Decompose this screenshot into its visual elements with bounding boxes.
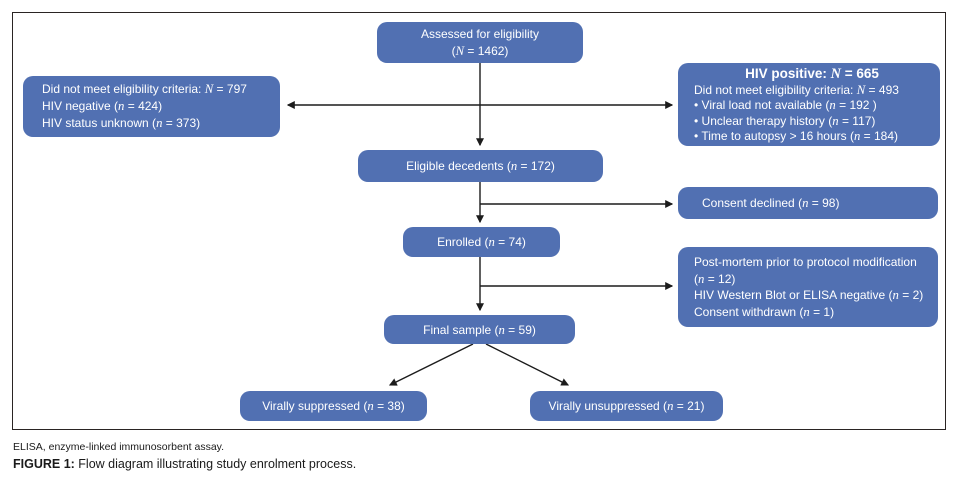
flow-box-line: HIV Western Blot or ELISA negative (n = …	[694, 287, 930, 304]
stat-symbol: N	[204, 82, 214, 96]
flow-box-text: Consent withdrawn (	[694, 304, 804, 319]
flow-box-text: = 21)	[673, 399, 705, 413]
flow-box-enrolled: Enrolled (n = 74)	[403, 227, 560, 257]
flow-box-line: • Unclear therapy history (n = 117)	[694, 114, 930, 129]
flow-box-eligible-decedents: Eligible decedents (n = 172)	[358, 150, 603, 182]
flow-box-text: = 12)	[704, 271, 736, 286]
flow-box-text: Did not meet eligibility criteria:	[694, 83, 857, 98]
flow-box-line: • Viral load not available (n = 192 )	[694, 98, 930, 113]
stat-symbol: n	[510, 159, 518, 173]
figure-footnote: ELISA, enzyme-linked immunosorbent assay…	[13, 441, 225, 453]
flow-box-text: Virally unsuppressed (	[548, 399, 668, 413]
flow-box-did-not-meet-criteria: Did not meet eligibility criteria: N = 7…	[23, 76, 280, 137]
flow-box-line: Assessed for eligibility	[385, 26, 575, 43]
stat-symbol: n	[667, 399, 674, 413]
flow-box-line: Consent declined (n = 98)	[702, 195, 930, 211]
flow-box-virally-suppressed: Virally suppressed (n = 38)	[240, 391, 427, 421]
flow-box-text: Consent declined (	[702, 196, 803, 210]
flow-box-text: = 373)	[162, 116, 201, 130]
flow-box-text: • Viral load not available (	[694, 98, 830, 113]
stat-symbol: n	[156, 116, 163, 130]
flow-box-text: Eligible decedents (	[406, 159, 511, 173]
flow-box-virally-unsuppressed: Virally unsuppressed (n = 21)	[530, 391, 723, 421]
flow-box-line: Enrolled (n = 74)	[411, 234, 552, 250]
stat-symbol: n	[829, 98, 836, 113]
flow-box-text: Enrolled (	[437, 235, 489, 249]
flow-box-line: HIV negative (n = 424)	[42, 98, 272, 115]
flow-box-line: Consent withdrawn (n = 1)	[694, 304, 930, 321]
flow-box-text: Post-mortem prior to protocol modificati…	[694, 255, 917, 269]
stat-symbol: n	[118, 99, 125, 113]
flow-box-line: Post-mortem prior to protocol modificati…	[694, 254, 930, 271]
flow-box-text: HIV Western Blot or ELISA negative (	[694, 288, 893, 302]
stat-symbol: n	[367, 399, 374, 413]
flow-box-text: = 192 )	[835, 98, 877, 113]
flow-box-text: • Unclear therapy history (	[694, 113, 833, 128]
flow-box-line: Did not meet eligibility criteria: N = 4…	[694, 83, 930, 98]
flow-box-line: (n = 12)	[694, 271, 930, 288]
flow-box-final-sample: Final sample (n = 59)	[384, 315, 575, 344]
stat-symbol: n	[802, 196, 809, 210]
flow-box-text: = 2)	[898, 288, 924, 302]
flow-box-text: Assessed for eligibility	[420, 26, 540, 41]
flow-box-line: Virally unsuppressed (n = 21)	[538, 398, 715, 414]
flow-box-line: Final sample (n = 59)	[392, 322, 567, 338]
flow-box-text: Did not meet eligibility criteria:	[42, 82, 205, 96]
flow-box-text: = 117)	[838, 113, 876, 128]
flow-box-text: = 1)	[809, 304, 835, 319]
stat-symbol: N	[455, 43, 465, 58]
flow-box-line: (N = 1462)	[385, 43, 575, 60]
figure-caption-text: Flow diagram illustrating study enrolmen…	[74, 457, 357, 471]
flow-box-text: = 424)	[124, 99, 163, 113]
flow-box-text: = 493	[865, 83, 899, 98]
flow-box-text: HIV status unknown (	[42, 116, 157, 130]
flow-box-line: HIV status unknown (n = 373)	[42, 115, 272, 132]
flow-box-text: Virally suppressed (	[262, 399, 368, 413]
flow-box-text: • Time to autopsy > 16 hours (	[694, 128, 854, 143]
flow-box-line: Eligible decedents (n = 172)	[366, 158, 595, 174]
flow-box-consent-declined: Consent declined (n = 98)	[678, 187, 938, 219]
flow-box-text: HIV negative (	[42, 99, 119, 113]
flow-box-text: = 38)	[373, 399, 405, 413]
flow-box-text: = 184)	[860, 128, 899, 143]
stat-symbol: n	[853, 128, 861, 143]
flow-box-text: HIV positive:	[745, 66, 831, 82]
stat-symbol: N	[830, 66, 841, 83]
figure-caption-label: FIGURE 1:	[13, 457, 75, 471]
flow-box-text: (	[694, 271, 698, 286]
flow-box-assessed-for-eligibility: Assessed for eligibility (N = 1462)	[377, 22, 583, 63]
stat-symbol: n	[498, 322, 505, 337]
stat-symbol: n	[832, 113, 839, 128]
flow-box-text: = 59)	[504, 322, 536, 337]
flow-box-post-mortem-exclusions: Post-mortem prior to protocol modificati…	[678, 247, 938, 327]
flow-box-text: = 172)	[517, 159, 555, 173]
stat-symbol: n	[803, 304, 810, 319]
flow-box-text: = 797	[213, 82, 247, 96]
flow-box-text: = 74)	[494, 235, 526, 249]
stat-symbol: N	[856, 83, 866, 98]
flow-box-text: = 98)	[808, 196, 840, 210]
flow-box-line: HIV positive: N = 665	[694, 65, 930, 83]
figure-caption: FIGURE 1: Flow diagram illustrating stud…	[13, 457, 356, 471]
stat-symbol: n	[892, 288, 899, 302]
flow-box-line: Virally suppressed (n = 38)	[248, 398, 419, 414]
flow-box-text: = 665	[840, 66, 879, 82]
flow-box-text: Final sample (	[423, 322, 499, 337]
flow-box-text: = 1462)	[464, 43, 509, 58]
stat-symbol: n	[488, 235, 495, 249]
flow-box-text: (	[451, 43, 456, 58]
stat-symbol: n	[698, 271, 705, 286]
flow-box-line: • Time to autopsy > 16 hours (n = 184)	[694, 129, 930, 144]
flow-box-line: Did not meet eligibility criteria: N = 7…	[42, 81, 272, 98]
